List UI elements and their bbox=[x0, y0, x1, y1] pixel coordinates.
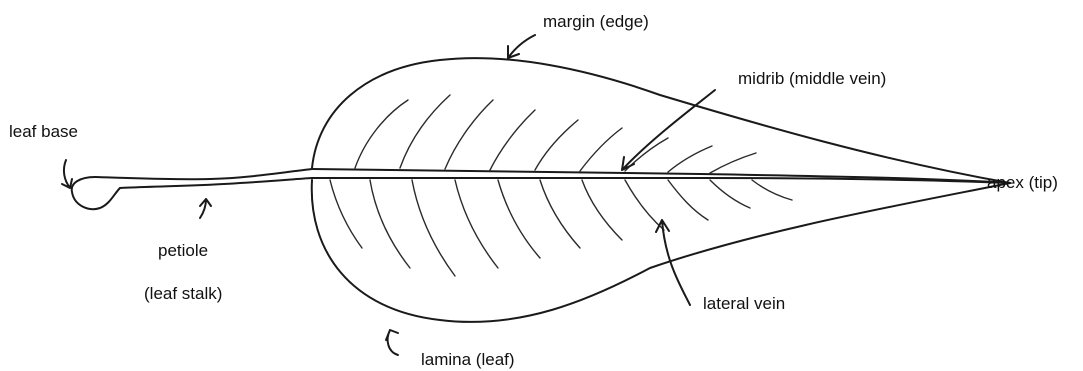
lateral-vein-arrow bbox=[656, 220, 690, 305]
lamina-label: lamina (leaf) bbox=[421, 350, 515, 369]
midrib-label: midrib (middle vein) bbox=[738, 69, 886, 88]
petiole-arrow bbox=[200, 199, 211, 218]
leaf-margin-upper bbox=[312, 58, 1010, 183]
margin-arrow bbox=[508, 35, 535, 58]
midrib-arrow bbox=[622, 90, 715, 170]
leaf-stalk-label: (leaf stalk) bbox=[144, 284, 222, 303]
margin-label: margin (edge) bbox=[543, 12, 649, 31]
leaf-base-arrow bbox=[62, 160, 72, 188]
apex-label: apex (tip) bbox=[987, 173, 1058, 192]
midrib-and-petiole bbox=[72, 169, 1010, 209]
lateral-veins-lower bbox=[330, 180, 792, 276]
leaf-base-label: leaf base bbox=[9, 122, 78, 141]
petiole-label: petiole bbox=[158, 241, 208, 260]
leaf-blade bbox=[312, 58, 1010, 322]
lamina-arrow bbox=[386, 330, 398, 355]
lateral-vein-label: lateral vein bbox=[703, 294, 785, 313]
leaf-base-knob bbox=[72, 177, 120, 209]
petiole-upper bbox=[95, 169, 312, 179]
